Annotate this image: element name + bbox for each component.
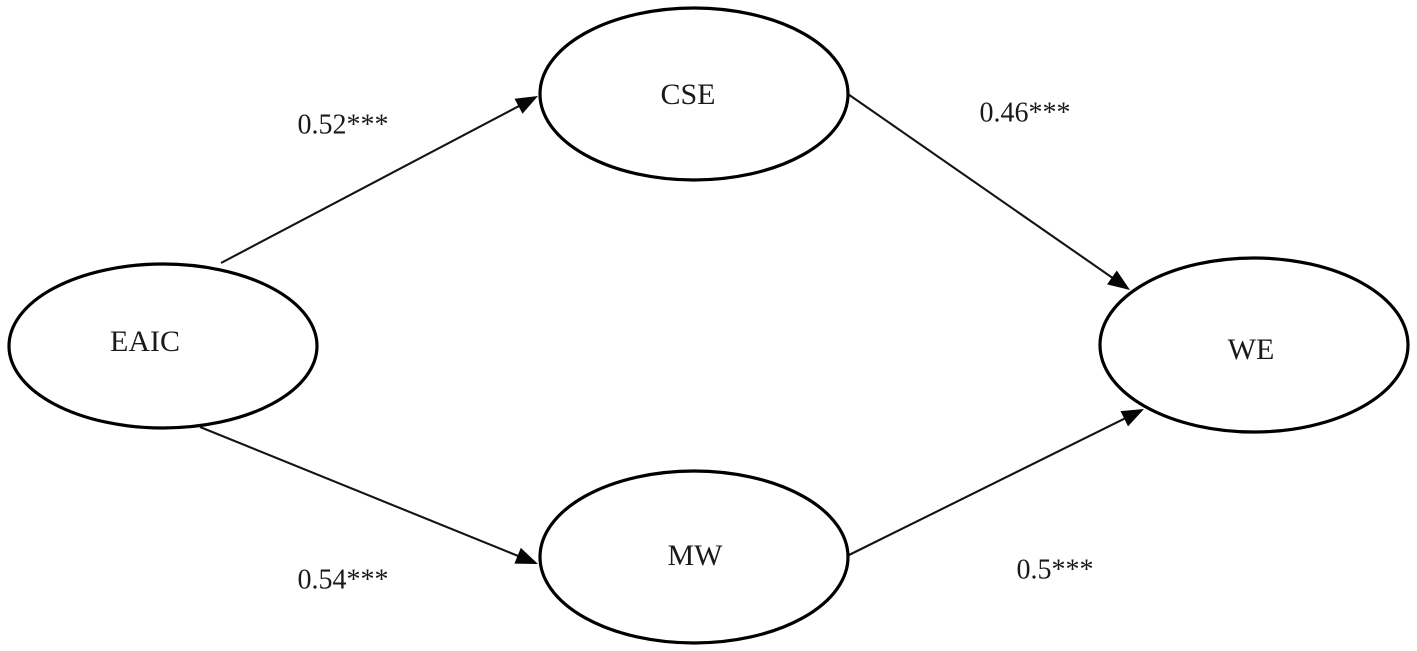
edge-line-eaic-cse [220, 103, 523, 264]
edge-label-eaic-cse: 0.52*** [298, 109, 389, 140]
edge-line-eaic-mw [199, 426, 522, 559]
node-ellipse-cse [538, 6, 850, 182]
arrowhead-eaic-mw [514, 547, 538, 564]
node-label-eaic: EAIC [110, 325, 180, 358]
node-label-we: WE [1228, 333, 1275, 366]
node-label-cse: CSE [660, 78, 715, 111]
node-label-mw: MW [668, 539, 724, 572]
edge-line-cse-we [844, 91, 1116, 281]
edge-eaic-to-mw[interactable] [199, 426, 538, 564]
edge-label-eaic-mw: 0.54*** [298, 564, 389, 595]
node-ellipse-mw [538, 469, 850, 645]
node-mw[interactable]: MW [538, 469, 850, 645]
arrowhead-eaic-cse [514, 96, 538, 114]
edge-label-cse-we: 0.46*** [980, 97, 1071, 128]
node-cse[interactable]: CSE [538, 6, 850, 182]
edge-line-mw-we [846, 416, 1129, 557]
node-ellipse-eaic [7, 262, 319, 430]
edge-eaic-to-cse[interactable] [220, 96, 538, 264]
node-eaic[interactable]: EAIC [7, 262, 319, 430]
edge-mw-to-we[interactable] [846, 409, 1144, 557]
edge-label-mw-we: 0.5*** [1017, 554, 1094, 585]
edge-cse-to-we[interactable] [844, 91, 1130, 290]
arrowhead-cse-we [1107, 270, 1130, 290]
node-ellipse-we [1098, 256, 1410, 434]
arrowhead-mw-we [1120, 409, 1144, 427]
node-we[interactable]: WE [1098, 256, 1410, 434]
